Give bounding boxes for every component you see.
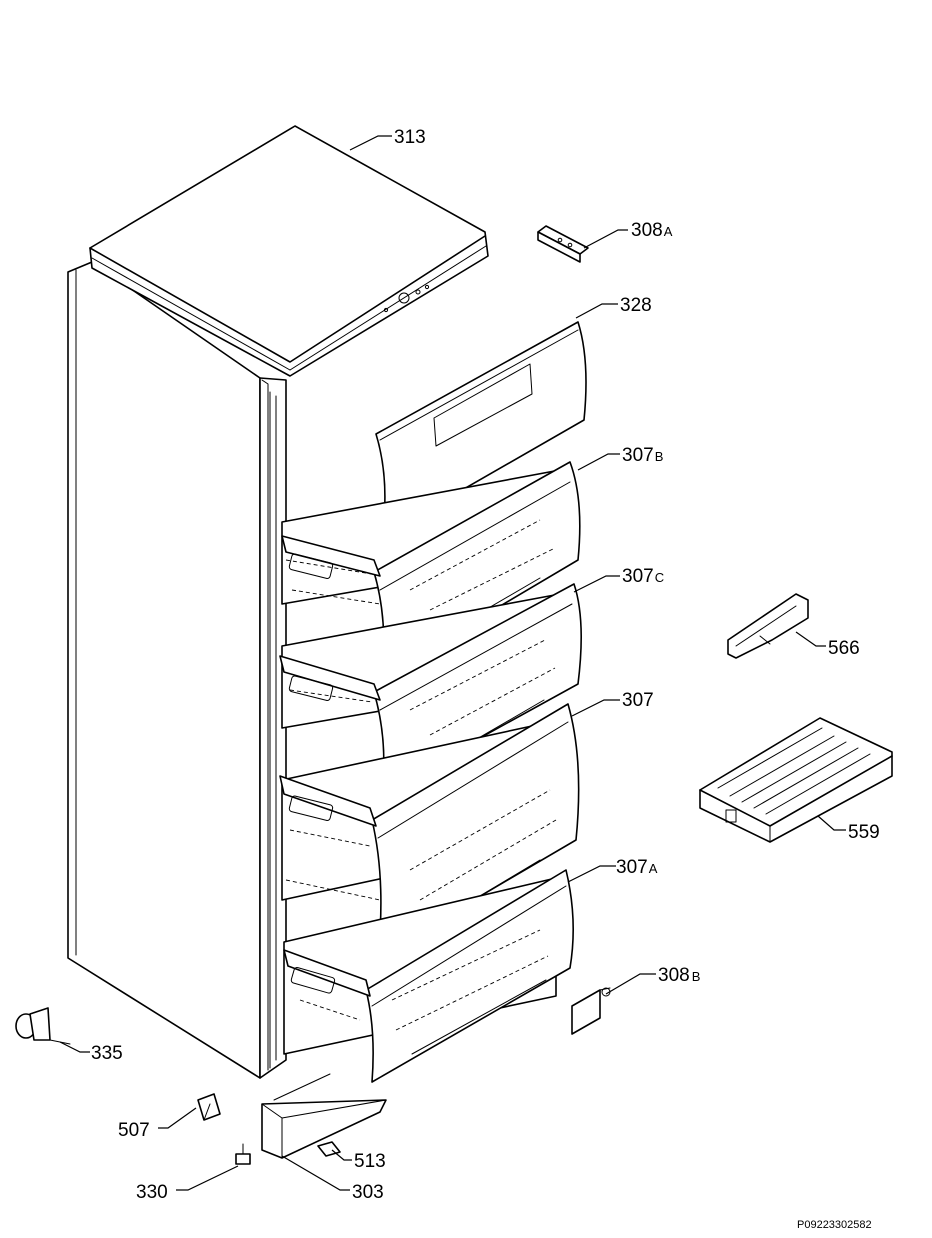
drawer-307	[279, 703, 580, 957]
label-566: 566	[828, 638, 860, 659]
labels: 313 308A 328 307B 307C 566 307 559 307A …	[91, 127, 880, 1231]
label-307: 307	[622, 690, 654, 711]
label-307a: 307A	[616, 857, 658, 878]
leader-lines	[59, 135, 846, 1191]
drawer-307c	[279, 583, 582, 793]
label-308a: 308A	[631, 220, 673, 241]
label-330: 330	[136, 1182, 168, 1203]
drawing-code: P09223302582	[797, 1219, 872, 1231]
cabinet-body	[67, 261, 287, 1079]
drawer-307a	[283, 869, 574, 1083]
label-513: 513	[354, 1151, 386, 1172]
label-307b: 307B	[622, 445, 663, 466]
hinge-308b	[571, 987, 611, 1035]
foot-335	[15, 1007, 71, 1045]
label-307c: 307C	[622, 566, 664, 587]
part-507	[197, 1093, 221, 1121]
label-559: 559	[848, 822, 880, 843]
top-cover-313	[89, 125, 489, 377]
part-566	[727, 593, 809, 659]
label-507: 507	[118, 1120, 150, 1141]
tray-559	[699, 717, 893, 843]
foot-330	[235, 1143, 251, 1165]
plinth-303	[261, 1073, 387, 1159]
label-335: 335	[91, 1043, 123, 1064]
hinge-308a	[537, 225, 589, 263]
label-303: 303	[352, 1182, 384, 1203]
label-313: 313	[394, 127, 426, 148]
label-328: 328	[620, 295, 652, 316]
flap-328	[375, 321, 587, 537]
